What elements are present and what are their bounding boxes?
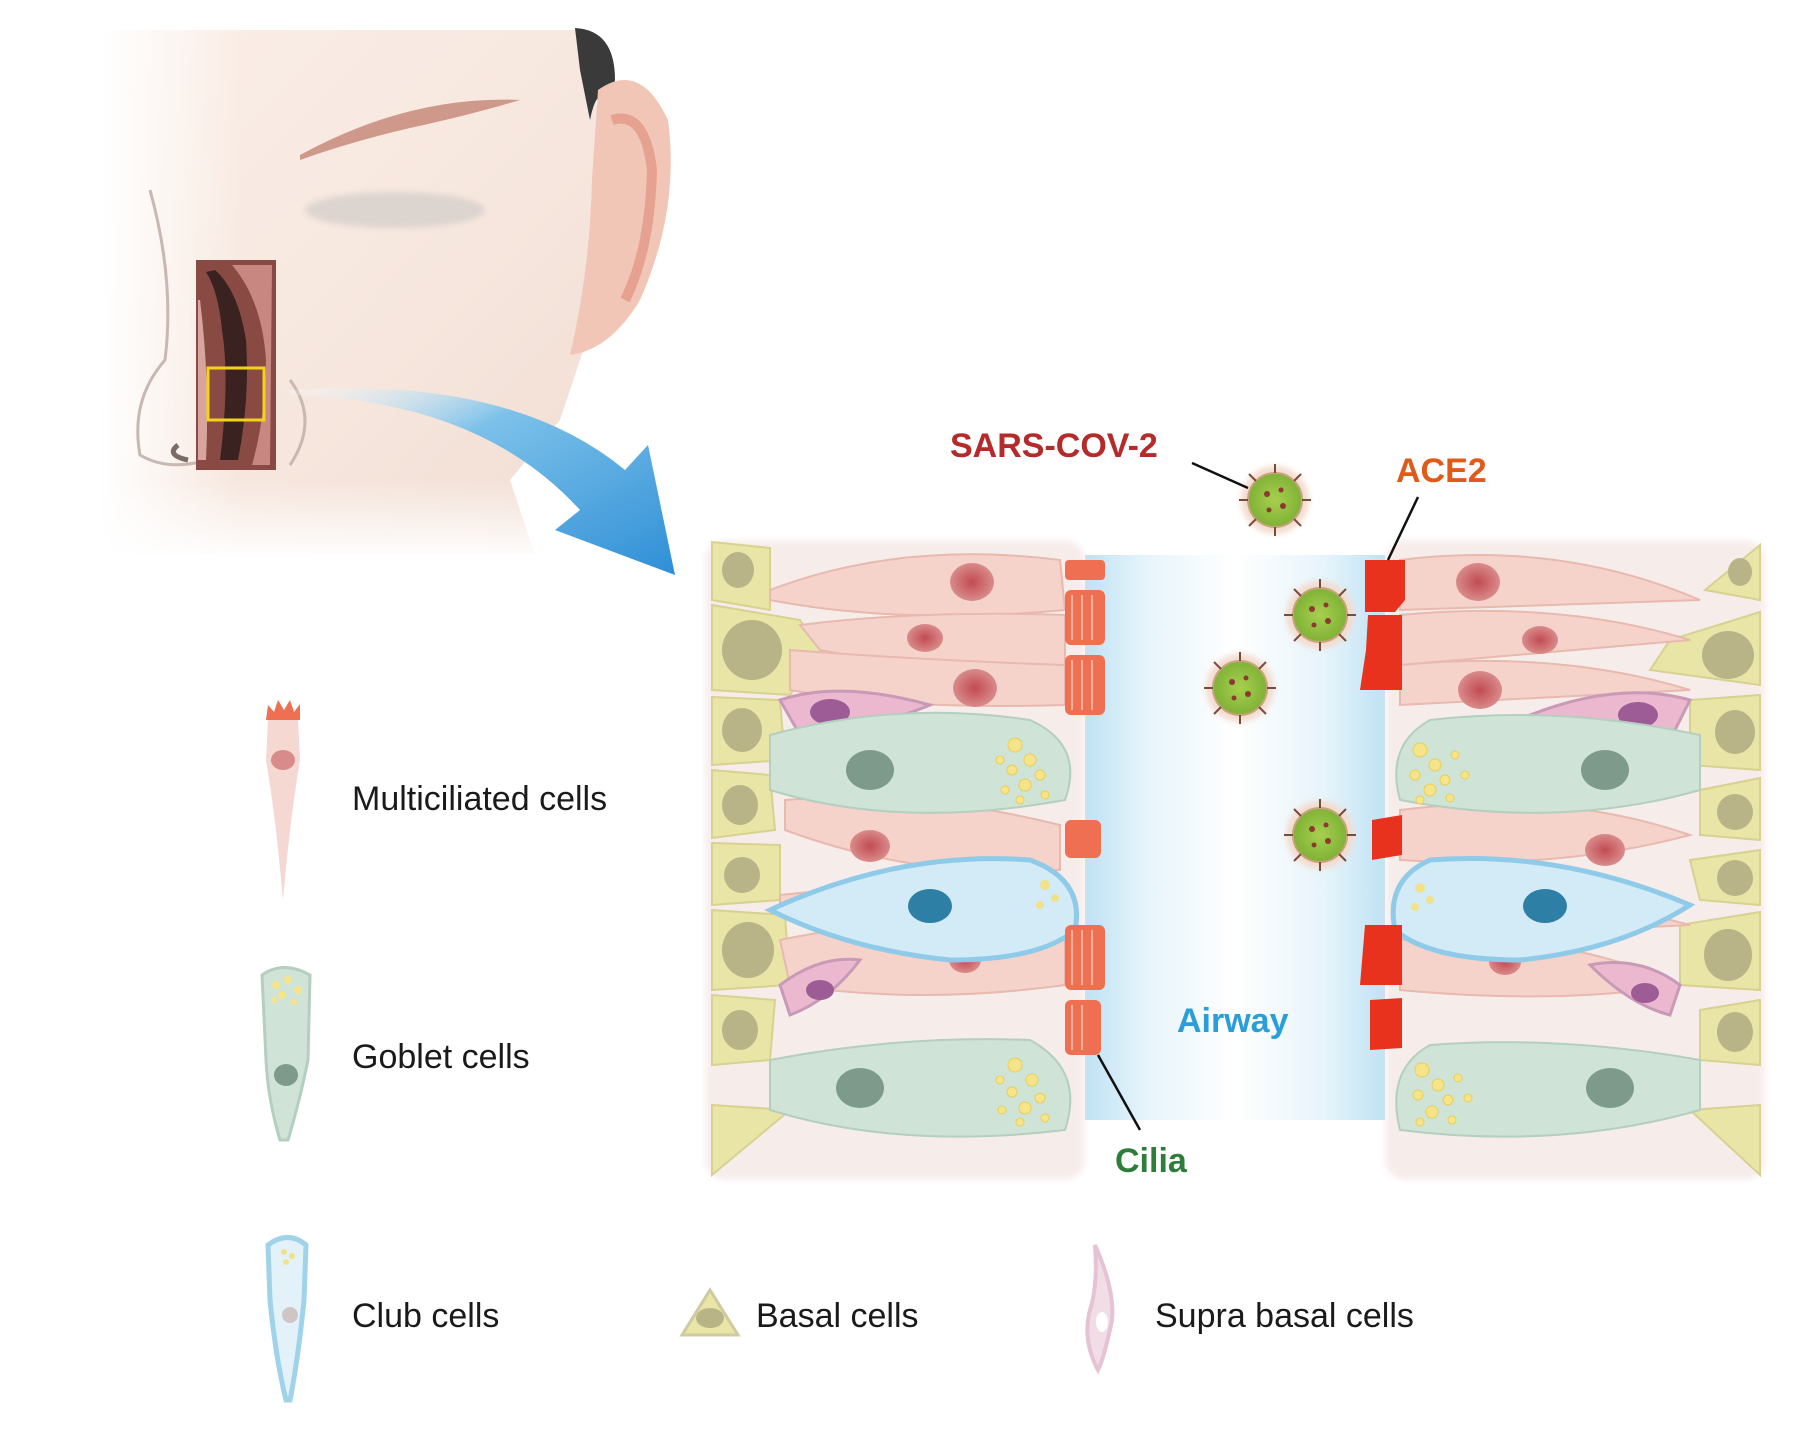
legend-label-basal: Basal cells (756, 1297, 919, 1335)
zoom-box (206, 366, 266, 422)
virus-label: SARS-COV-2 (950, 427, 1158, 465)
legend-label-suprabasal: Supra basal cells (1155, 1297, 1414, 1335)
right-goblet-cells (1395, 714, 1701, 1138)
epithelium-panel (705, 461, 1765, 1180)
face-illustration (100, 28, 671, 560)
right-tissue (1360, 540, 1765, 1180)
ace2-receptors (1360, 560, 1405, 1050)
legend-icon-basal (679, 1287, 741, 1337)
cilia-leader-line (1096, 1054, 1142, 1131)
virus-leader-line (1191, 461, 1249, 490)
legend-label-multiciliated: Multiciliated cells (352, 780, 608, 818)
legend-icon-multiciliated (266, 700, 300, 900)
virus-particle (1239, 464, 1311, 536)
ace2-leader-line (1386, 496, 1420, 561)
cilia-label: Cilia (1115, 1142, 1187, 1180)
airway-label: Airway (1177, 1002, 1289, 1040)
virus-particle (1204, 652, 1276, 724)
legend-icon-suprabasal (1085, 1244, 1115, 1375)
left-tissue (705, 540, 1105, 1180)
legend-label-club: Club cells (352, 1297, 500, 1335)
legend-label-goblet: Goblet cells (352, 1038, 530, 1076)
legend-icon-goblet (260, 966, 312, 1142)
left-goblet-cells (769, 711, 1072, 1138)
zoom-arrow (290, 387, 675, 575)
virus-particle (1284, 579, 1356, 651)
virus-particle (1284, 799, 1356, 871)
legend-icon-club (265, 1235, 309, 1403)
leader-lines (1096, 461, 1420, 1131)
ace2-label: ACE2 (1396, 452, 1487, 490)
virus-particles (1204, 464, 1356, 871)
